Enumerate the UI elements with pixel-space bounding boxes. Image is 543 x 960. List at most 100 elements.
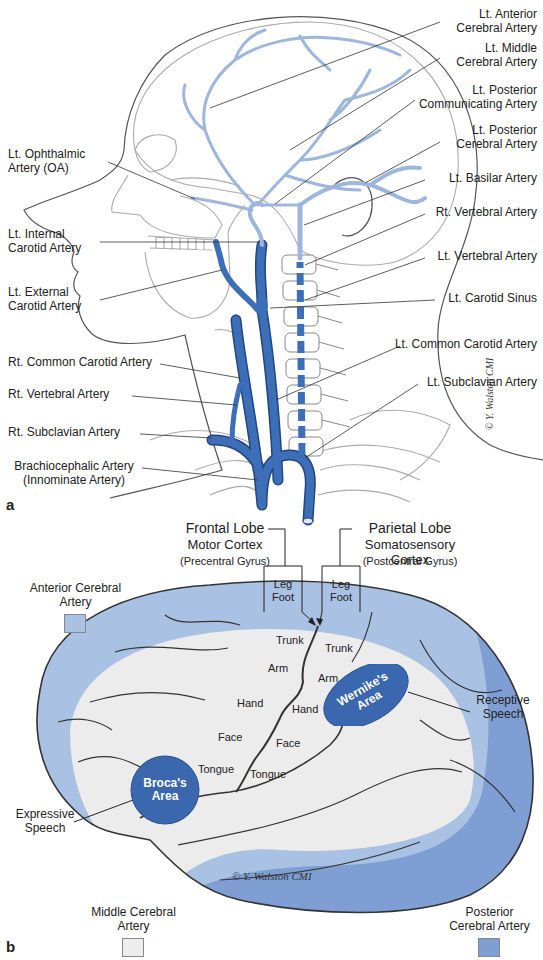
bracket	[322, 529, 360, 612]
homunculus-label: Leg Foot	[266, 578, 300, 603]
legend-text: Middle Cerebral Artery	[86, 906, 181, 934]
region-fill	[131, 756, 199, 824]
cortex-heading: Motor Cortex	[160, 538, 290, 553]
neck-arteries	[212, 242, 313, 524]
scapula	[350, 410, 450, 480]
leader-line	[140, 434, 212, 438]
legend-text: Anterior Cerebral Artery	[28, 582, 123, 610]
sulcus	[420, 720, 470, 740]
pcomm	[262, 204, 300, 207]
ophthalmic	[192, 198, 252, 210]
leader-line	[305, 214, 425, 265]
sulcus	[115, 647, 228, 652]
lobe-heading: Parietal Lobe	[345, 520, 475, 536]
sulcus	[352, 612, 372, 662]
arrow-head	[308, 617, 316, 626]
artery-label: Lt. Vertebral Artery	[380, 250, 537, 264]
zygomatic-arch	[170, 178, 240, 186]
cerebral-arteries	[184, 30, 425, 258]
homunculus-label: Arm	[318, 672, 338, 685]
leader-line	[305, 384, 418, 458]
gyrus-heading: (Precentral Gyrus)	[160, 555, 290, 568]
central-sulcus	[236, 626, 318, 792]
carotid-sinus	[256, 296, 268, 316]
artery-label: Lt. Middle Cerebral Artery	[442, 42, 537, 70]
homunculus-label: Trunk	[325, 642, 353, 655]
leader-line	[290, 58, 440, 150]
sulcus	[450, 760, 515, 812]
sulcus	[178, 769, 462, 845]
artery-label: Lt. Posterior Cerebral Artery	[442, 124, 537, 152]
wernicke-area: Wernike's Area	[318, 664, 414, 726]
lobe-heading: Frontal Lobe	[160, 520, 290, 536]
artery-label: Lt. Anterior Cerebral Artery	[442, 8, 537, 36]
homunculus-label: Tongue	[250, 768, 286, 781]
leader-line	[108, 162, 195, 199]
aca	[184, 30, 400, 205]
external-carotid	[216, 242, 258, 310]
region-fill	[318, 664, 414, 726]
artery	[212, 245, 310, 520]
cranial-base	[135, 150, 300, 250]
lt-vertebral	[300, 262, 302, 455]
artery-label: Lt. Basilar Artery	[380, 172, 537, 186]
copyright-mark: © Y. Walston CMI	[232, 870, 312, 883]
leader-lines	[100, 22, 440, 480]
leader-line	[132, 396, 236, 405]
rt-vertebral	[232, 385, 240, 442]
region-name: Wernike's Area	[333, 669, 398, 722]
copyright-mark: © Y. Walston CMI	[484, 358, 496, 430]
leader-line	[74, 800, 133, 822]
mandible	[145, 205, 245, 318]
sulcus	[58, 719, 112, 730]
cranium	[133, 22, 458, 265]
leader-line	[210, 22, 440, 108]
homunculus-label: Arm	[268, 662, 288, 675]
artery-label: Lt. Subclavian Artery	[360, 376, 537, 390]
arrow-head	[316, 618, 323, 626]
leader-line	[100, 242, 260, 243]
aorta-opening	[303, 518, 313, 524]
artery-label: Lt. Internal Carotid Artery	[8, 228, 100, 256]
artery-label: Lt. External Carotid Artery	[8, 286, 100, 314]
leader-line	[305, 258, 425, 300]
homunculus-label: Tongue	[198, 763, 234, 776]
orbit	[135, 135, 176, 172]
legend-swatch	[478, 938, 500, 957]
cervical-spine	[282, 255, 350, 456]
leader-line	[275, 100, 415, 204]
leader-line	[408, 692, 470, 712]
homunculus-label: Hand	[237, 697, 263, 710]
region-name: Broca's Area	[135, 777, 195, 803]
artery-label: Rt. Vertebral Artery	[380, 206, 537, 220]
artery-label: Lt. Ophthalmic Artery (OA)	[8, 148, 108, 176]
legend-swatch	[122, 938, 144, 957]
leader-line	[160, 364, 240, 378]
skull-outline	[112, 22, 458, 502]
homunculus-label: Face	[218, 731, 242, 744]
leader-line	[270, 300, 435, 308]
middle-territory	[70, 629, 474, 880]
artery-label: Lt. Common Carotid Artery	[360, 338, 537, 352]
panel-letter: b	[6, 938, 15, 955]
spinous-processes	[316, 264, 350, 427]
artery-label: Lt. Carotid Sinus	[380, 292, 537, 306]
pca	[300, 167, 425, 205]
broca-area: Broca's Area	[130, 755, 200, 825]
artery-label: Rt. Common Carotid Artery	[8, 356, 152, 370]
teeth	[148, 236, 215, 250]
homunculus-label: Trunk	[276, 634, 304, 647]
nasal-bone	[112, 175, 140, 215]
artery-outline	[212, 245, 310, 520]
back-profile	[165, 17, 543, 460]
sulcus	[165, 615, 240, 625]
function-label: Expressive Speech	[8, 808, 82, 836]
artery-label: Rt. Subclavian Artery	[8, 426, 120, 440]
basilar	[298, 205, 303, 258]
leader-line	[304, 180, 425, 225]
legend-swatch	[64, 614, 86, 633]
homunculus-label: Face	[276, 737, 300, 750]
leader-line	[365, 142, 440, 183]
homunculus-label: Leg Foot	[324, 578, 358, 603]
